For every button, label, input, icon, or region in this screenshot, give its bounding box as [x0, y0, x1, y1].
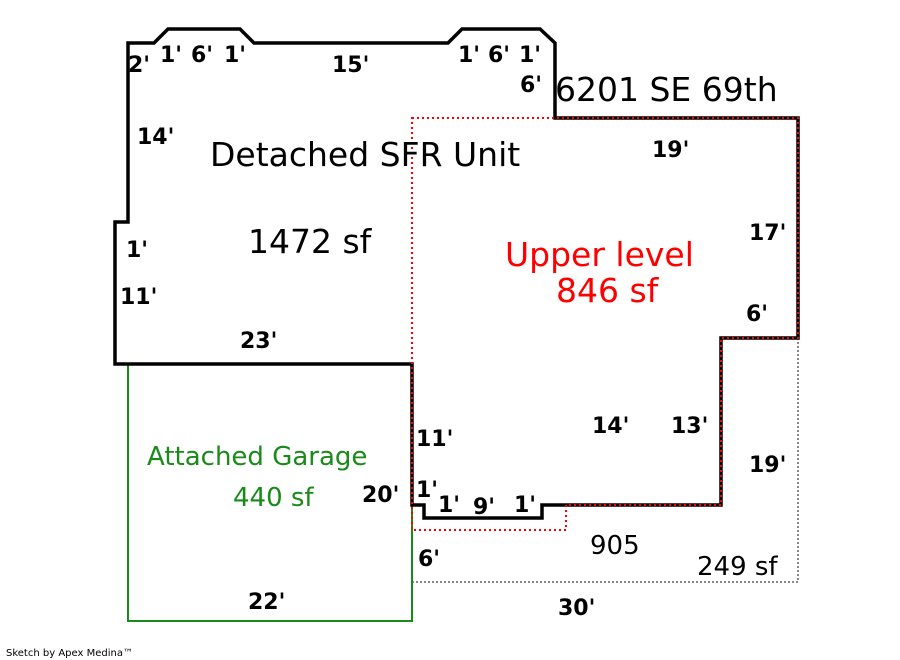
dim-label: 6' [488, 43, 510, 68]
patio-name: 905 [590, 531, 640, 561]
dim-label: 15' [332, 53, 369, 78]
dim-label: 6' [746, 302, 768, 327]
dim-label: 17' [749, 221, 786, 246]
dim-label: 30' [558, 596, 595, 621]
garage-area: 440 sf [233, 483, 314, 513]
main-unit-name: Detached SFR Unit [210, 135, 520, 174]
main-unit-outline [113, 27, 800, 520]
dim-label: 11' [120, 285, 157, 310]
patio-area: 249 sf [697, 552, 778, 582]
dim-label: 14' [592, 414, 629, 439]
dim-label: 22' [248, 590, 285, 615]
dim-label: 23' [240, 329, 277, 354]
dim-label: 14' [137, 125, 174, 150]
patio-outline [412, 338, 799, 583]
dim-label: 1' [224, 43, 246, 68]
dim-label: 1' [514, 493, 536, 518]
dim-label: 19' [749, 453, 786, 478]
dim-label: 1' [438, 493, 460, 518]
dim-label: 1' [160, 43, 182, 68]
dim-label: 1' [416, 478, 438, 503]
dim-label: 13' [671, 414, 708, 439]
dim-label: 9' [473, 495, 495, 520]
dim-label: 6' [418, 547, 440, 572]
upper-level-name: Upper level [505, 235, 694, 274]
dim-label: 20' [362, 483, 399, 508]
dim-label: 6' [520, 73, 542, 98]
garage-name: Attached Garage [147, 442, 367, 472]
dim-label: 1' [126, 238, 148, 263]
footer-credit: Sketch by Apex Medina™ [6, 648, 133, 659]
upper-level-area: 846 sf [556, 271, 660, 310]
dim-label: 6' [191, 43, 213, 68]
dim-label: 11' [416, 427, 453, 452]
dim-label: 1' [458, 43, 480, 68]
upper-level-outline [411, 117, 799, 531]
main-unit-area: 1472 sf [248, 222, 373, 261]
address-label: 6201 SE 69th [555, 70, 778, 109]
dim-label: 19' [652, 138, 689, 163]
dim-label: 2' [128, 53, 150, 78]
dim-label: 1' [519, 43, 541, 68]
